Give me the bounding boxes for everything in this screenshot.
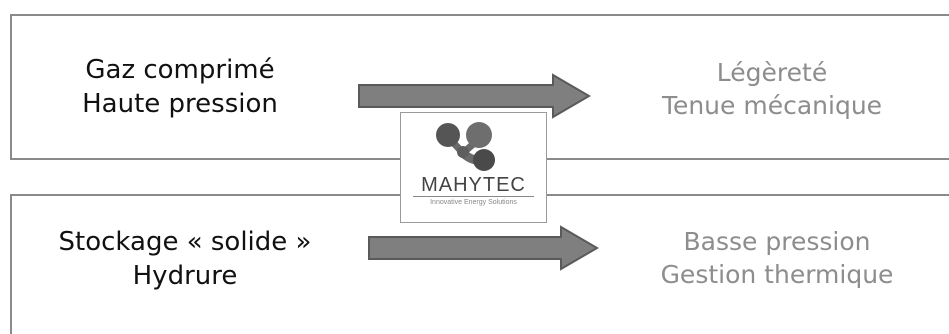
top-arrow-icon [358, 73, 591, 119]
compressed-gas-line-2: Haute pression [82, 88, 278, 119]
lightness-label: Légèreté Tenue mécanique [612, 57, 932, 122]
mahytec-logo: MAHYTEC Innovative Energy Solutions [400, 112, 547, 223]
logo-wordmark: MAHYTEC [421, 174, 526, 196]
logo-tagline: Innovative Energy Solutions [430, 199, 517, 206]
low-pressure-line-1: Basse pression [683, 227, 871, 256]
bottom-arrow-icon [368, 225, 599, 271]
solid-storage-label: Stockage « solide » Hydrure [20, 226, 350, 294]
solid-storage-line-1: Stockage « solide » [58, 227, 312, 257]
compressed-gas-line-1: Gaz comprimé [85, 55, 275, 85]
low-pressure-line-2: Gestion thermique [660, 259, 894, 289]
lightness-line-1: Légèreté [716, 58, 828, 87]
solid-storage-line-2: Hydrure [132, 260, 238, 291]
lightness-line-2: Tenue mécanique [661, 90, 883, 120]
low-pressure-label: Basse pression Gestion thermique [612, 226, 942, 291]
compressed-gas-label: Gaz comprimé Haute pression [20, 54, 340, 122]
molecule-logo-icon [436, 122, 495, 171]
logo-divider [413, 196, 534, 197]
